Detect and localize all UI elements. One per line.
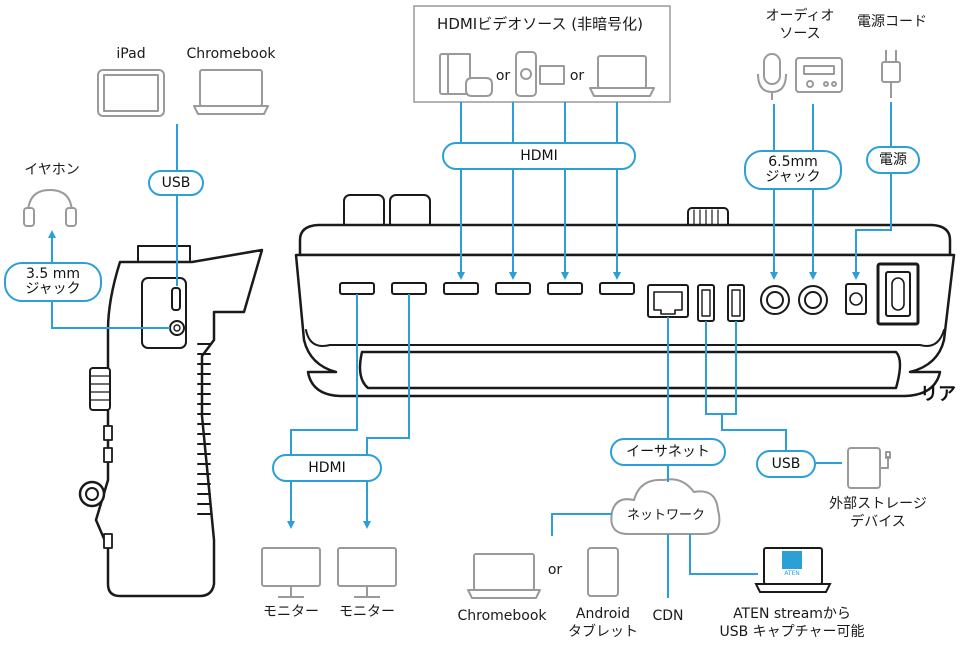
or-label-1: or (495, 68, 511, 84)
hdmi-top-pill: HDMI (442, 142, 636, 170)
jack-35mm-pill: 3.5 mm ジャック (4, 262, 102, 302)
source-icons (23, 50, 901, 599)
earphones-label: イヤホン (24, 162, 80, 178)
or-label-3: or (547, 562, 563, 578)
or-label-2: or (569, 68, 585, 84)
ethernet-pill: イーサネット (610, 438, 726, 466)
jack-35mm-line1: 3.5 mm (26, 266, 80, 282)
usb-top-pill: USB (148, 170, 204, 196)
audio-source-label-line2: ソース (779, 26, 821, 42)
power-cord-label: 電源コード (857, 14, 927, 30)
aten-laptop-icon (754, 547, 832, 593)
cloud-shape (610, 478, 721, 535)
android-label-line2: タブレット (568, 624, 638, 640)
external-storage-label-line2: デバイス (850, 514, 906, 530)
rear-panel-device (294, 194, 956, 398)
monitor-label-1: モニター (263, 604, 319, 620)
chromebook-bottom-label: Chromebook (457, 608, 547, 624)
cdn-label: CDN (652, 608, 684, 624)
hdmi-bottom-pill: HDMI (272, 454, 382, 482)
chromebook-top-label: Chromebook (186, 46, 276, 62)
usb-right-pill: USB (756, 450, 816, 478)
network-label: ネットワーク (626, 508, 706, 523)
hdmi-sources-title: HDMIビデオソース (非暗号化) (437, 15, 643, 33)
external-storage-label-line1: 外部ストレージ (829, 496, 927, 512)
power-pill: 電源 (866, 146, 920, 174)
side-view-device (78, 245, 264, 598)
jack-65mm-pill: 6.5mm ジャック (744, 150, 842, 190)
aten-label-line1: ATEN streamから (733, 606, 851, 622)
aten-logo-text: ATEN (784, 570, 800, 577)
monitor-label-2: モニター (339, 604, 395, 620)
jack-65mm-line2: ジャック (765, 169, 821, 185)
jack-35mm-line2: ジャック (25, 281, 81, 297)
jack-65mm-line1: 6.5mm (768, 154, 818, 170)
ipad-label: iPad (116, 46, 146, 62)
rear-label: リア (920, 384, 956, 405)
audio-source-label-line1: オーディオ (765, 8, 835, 24)
android-label-line1: Android (575, 606, 631, 622)
aten-label-line2: USB キャプチャー可能 (719, 624, 865, 640)
